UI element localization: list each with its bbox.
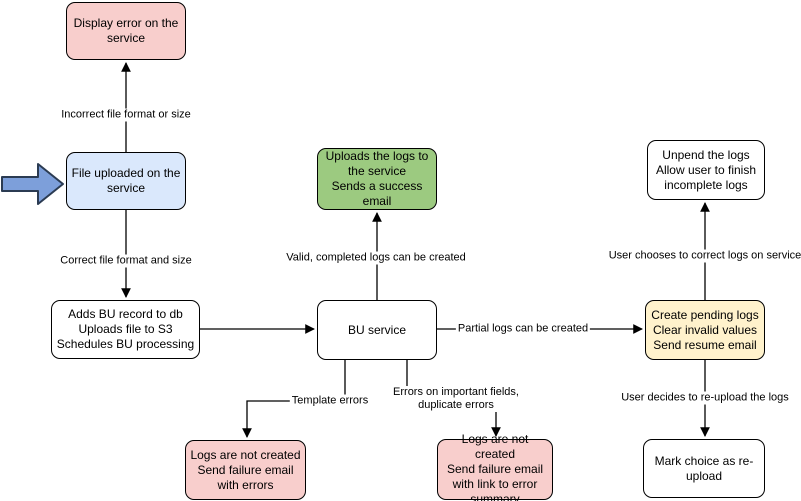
node-adds-bu-record: Adds BU record to db Uploads file to S3 …	[51, 300, 200, 359]
edge-label-partial-logs: Partial logs can be created	[455, 322, 591, 336]
edge-label-valid-logs: Valid, completed logs can be created	[284, 251, 468, 265]
node-display-error: Display error on the service	[66, 2, 186, 60]
node-logs-fail-summary: Logs are not created Send failure email …	[437, 432, 553, 501]
node-bu-service: BU service	[317, 300, 437, 360]
node-create-pending-logs: Create pending logs Clear invalid values…	[645, 300, 765, 360]
node-unpend-logs: Unpend the logs Allow user to finish inc…	[647, 140, 765, 200]
node-file-uploaded: File uploaded on the service	[66, 152, 186, 210]
node-uploads-logs-success: Uploads the logs to the service Sends a …	[317, 148, 437, 210]
edge-label-user-reuploads: User decides to re-upload the logs	[619, 391, 791, 405]
node-mark-choice-reupload: Mark choice as re- upload	[643, 439, 765, 498]
edge-label-field-errors: Errors on important fields, duplicate er…	[391, 386, 521, 412]
edge-label-user-corrects: User chooses to correct logs on service	[606, 249, 801, 263]
input-arrow-icon	[1, 163, 64, 205]
edge-label-template-errors: Template errors	[289, 394, 371, 408]
edge-label-correct-file: Correct file format and size	[58, 254, 194, 268]
node-logs-fail-errors: Logs are not created Send failure email …	[185, 440, 306, 500]
edge-label-incorrect-file: Incorrect file format or size	[59, 108, 193, 122]
